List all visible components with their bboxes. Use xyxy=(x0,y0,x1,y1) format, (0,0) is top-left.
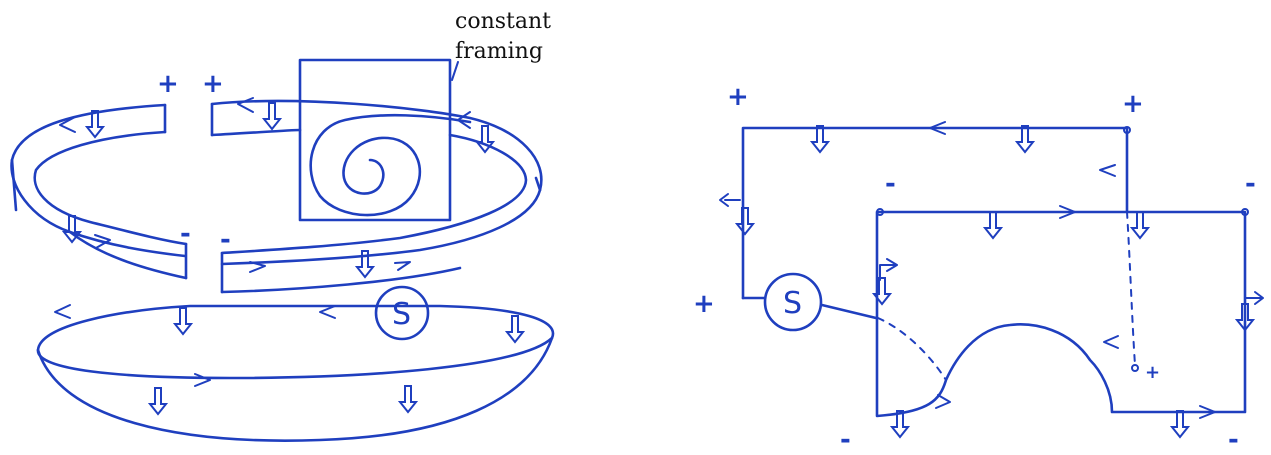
normal-arrow xyxy=(399,385,417,413)
sign-plus: + xyxy=(693,289,715,319)
ring-bottom-band xyxy=(68,230,462,294)
vertex-dot xyxy=(876,208,884,216)
sign-minus: - xyxy=(220,225,231,255)
ring-cut-ends xyxy=(163,102,224,294)
normal-arrow xyxy=(811,125,829,153)
annotation: constant framing xyxy=(451,9,551,81)
dashed-seam xyxy=(1126,211,1136,366)
vertex-dot xyxy=(1241,208,1249,216)
annotation-pointer xyxy=(451,61,459,81)
ring-inner-right xyxy=(210,128,528,255)
flow-arrow xyxy=(719,193,741,207)
sign-plus: + xyxy=(1122,89,1144,119)
bowl-rim xyxy=(36,304,555,380)
sign-plus: + xyxy=(202,69,224,99)
source-circle-left: S xyxy=(374,285,430,341)
annotation-line1: constant xyxy=(455,9,551,34)
flow-arrow xyxy=(54,304,71,319)
normal-arrow xyxy=(476,125,494,153)
sign-plus: + xyxy=(1145,362,1160,383)
flow-arrow xyxy=(879,258,898,281)
lower-shape xyxy=(875,210,1247,418)
annotation-line2: framing xyxy=(455,39,543,64)
normal-arrow xyxy=(506,315,524,343)
flow-arrow xyxy=(59,116,76,133)
flow-arrow xyxy=(394,261,411,271)
vertex-dot xyxy=(1131,364,1139,372)
vertex-dot xyxy=(1123,126,1131,134)
flow-arrow xyxy=(1244,291,1264,305)
flow-arrow xyxy=(1099,164,1116,177)
right-figure: S + + + + - - - - xyxy=(693,82,1264,455)
flow-arrow xyxy=(249,261,266,273)
sign-plus: + xyxy=(727,82,749,112)
flow-arrow xyxy=(1199,405,1216,419)
normal-arrow xyxy=(1131,211,1149,239)
normal-arrow xyxy=(736,207,754,235)
source-circle-right: S xyxy=(763,272,823,332)
flow-arrow xyxy=(319,305,336,319)
source-wires xyxy=(741,296,878,320)
dashed-seam xyxy=(877,317,947,381)
flow-arrow xyxy=(94,234,111,249)
ring-inner-left xyxy=(33,130,188,246)
normal-arrow xyxy=(263,102,281,130)
flow-arrow xyxy=(929,121,946,135)
flow-arrow xyxy=(237,97,254,113)
sign-minus: - xyxy=(1228,425,1239,455)
normal-arrow xyxy=(1171,410,1189,438)
sign-minus: - xyxy=(180,219,191,249)
sign-minus: - xyxy=(1245,169,1256,199)
spiral-curve xyxy=(309,113,472,217)
source-label: S xyxy=(783,286,802,321)
normal-arrow xyxy=(1016,125,1034,153)
framing-square xyxy=(298,58,452,222)
ring-left-edge xyxy=(10,158,18,212)
sign-minus: - xyxy=(840,425,851,455)
left-figure: S + + - - xyxy=(10,58,555,442)
bowl-body xyxy=(36,336,554,442)
flow-arrow xyxy=(935,394,951,409)
source-label: S xyxy=(392,297,411,332)
flow-arrow xyxy=(457,111,471,129)
ring-right-edge xyxy=(534,176,542,192)
flow-arrow xyxy=(194,373,211,387)
sign-minus: - xyxy=(885,169,896,199)
normal-arrow xyxy=(149,387,167,415)
flow-arrow xyxy=(1103,335,1119,349)
normal-arrow xyxy=(174,307,192,335)
normal-arrow xyxy=(984,211,1002,239)
sign-plus: + xyxy=(157,69,179,99)
flow-arrow xyxy=(1059,205,1076,219)
